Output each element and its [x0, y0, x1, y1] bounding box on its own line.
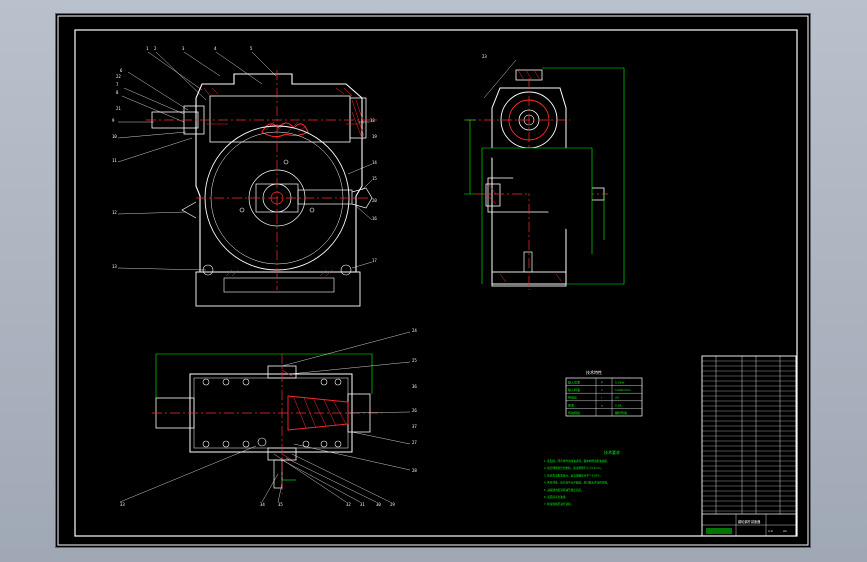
balloon-label: 8 — [116, 90, 119, 95]
inner-frame — [74, 29, 798, 537]
balloon-label: 2 — [154, 46, 157, 51]
balloon-label: 20 — [372, 198, 377, 203]
balloon-label: 10 — [112, 134, 117, 139]
balloon-label: 27 — [412, 440, 417, 445]
tech-row-value: 0.85 — [615, 403, 622, 407]
requirement-line: 5. 减速器内装润滑油至规定高度。 — [544, 488, 584, 492]
balloon-label: 37 — [412, 424, 417, 429]
balloon-label: 21 — [116, 106, 121, 111]
technical-requirements: 技术要求 1. 装配前，所有零件用煤油清洗，箱体内壁涂耐油油漆。 2. 啮合侧隙用… — [544, 449, 620, 506]
balloon-label: 17 — [372, 258, 377, 263]
requirement-line: 1. 装配前，所有零件用煤油清洗，箱体内壁涂耐油油漆。 — [544, 459, 610, 463]
balloon-label: 33 — [120, 502, 125, 507]
balloon-label: 29 — [390, 502, 395, 507]
balloon-label: 3 — [182, 46, 185, 51]
balloon-label: 28 — [412, 468, 417, 473]
balloon-label: 9 — [112, 118, 115, 123]
requirements-title: 技术要求 — [604, 449, 620, 455]
tech-row-symbol: i — [601, 396, 602, 400]
requirement-line: 2. 啮合侧隙用铅丝检验，保证侧隙不小于0.1mm。 — [544, 466, 603, 470]
tech-table-title: 技术特性 — [586, 369, 602, 375]
drawing-sheet-size: A1 — [783, 529, 787, 533]
side-view: 23 — [464, 54, 625, 290]
balloon-label: 26 — [412, 408, 417, 413]
tech-row-symbol: n — [601, 388, 603, 392]
outer-frame — [57, 15, 809, 546]
balloon-label: 13 — [112, 264, 117, 269]
requirement-line: 6. 表面涂灰色油漆。 — [544, 495, 568, 499]
requirement-line: 3. 用涂色法检验斑点，齿高接触斑点不少于50%。 — [544, 473, 602, 477]
requirement-line: 7. 按试验规范进行试验。 — [544, 502, 573, 506]
balloon-label: 12 — [112, 210, 117, 215]
balloon-label: 35 — [278, 502, 283, 507]
balloon-label: 6 — [120, 68, 123, 73]
balloon-label: 23 — [482, 54, 487, 59]
balloon-label: 19 — [372, 134, 377, 139]
tech-spec-table: 技术特性 输入功率 P 5.5kW 输入转速 n 1440r/min 传动比 i 20 效率 η 0.… — [565, 369, 643, 417]
balloon-label: 24 — [412, 328, 417, 333]
balloon-label: 34 — [260, 502, 265, 507]
tech-row-symbol: P — [601, 381, 603, 385]
balloon-label: 32 — [346, 502, 351, 507]
tech-row-name: 输入功率 — [568, 380, 580, 385]
balloon-label: 36 — [412, 384, 417, 389]
balloon-label: 22 — [116, 74, 121, 79]
balloon-label: 30 — [376, 502, 381, 507]
balloon-label: 5 — [250, 46, 253, 51]
tech-row-name: 传动比 — [568, 395, 577, 400]
balloon-label: 18 — [370, 118, 375, 123]
requirement-line: 4. 各密封处、接合处不允许漏油，剖分面允许涂密封胶。 — [544, 481, 610, 485]
tech-row-name: 传动特性 — [568, 410, 580, 415]
top-view: 24 25 26 27 28 29 30 31 32 33 34 35 36 37 — [119, 328, 417, 507]
tech-row-value: 5.5kW — [615, 381, 625, 385]
tech-row-symbol: η — [601, 403, 603, 407]
tech-row-value: 蜗杆传动 — [615, 410, 627, 415]
drawing-scale: 1:2 — [768, 529, 773, 533]
tech-row-value: 1440r/min — [615, 388, 631, 392]
balloon-label: 7 — [116, 82, 119, 87]
drawing-name: 蜗轮蜗杆减速器 — [738, 519, 761, 524]
balloon-label: 15 — [372, 176, 377, 181]
balloon-label: 4 — [214, 46, 217, 51]
tech-row-value: 20 — [615, 396, 619, 400]
balloon-label: 25 — [412, 358, 417, 363]
balloon-label: 1 — [146, 46, 149, 51]
balloon-label: 11 — [112, 158, 117, 163]
balloon-label: 16 — [372, 216, 377, 221]
tech-row-name: 效率 — [568, 402, 574, 407]
tech-row-name: 输入转速 — [568, 387, 580, 392]
title-block: 蜗轮蜗杆减速器 1:2 A1 — [701, 355, 797, 537]
balloon-label: 14 — [372, 160, 377, 165]
balloon-label: 31 — [360, 502, 365, 507]
